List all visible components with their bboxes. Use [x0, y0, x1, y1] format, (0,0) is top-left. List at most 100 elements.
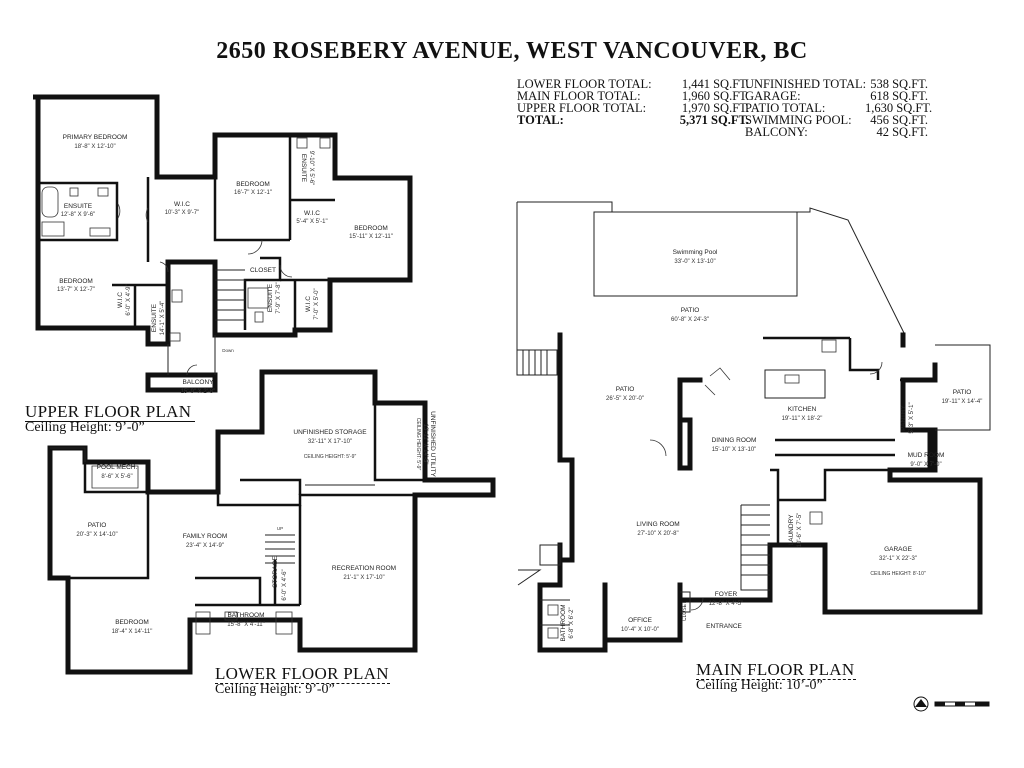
ensuite-label: ENSUITE [267, 283, 274, 312]
bathroom-label: BATHROOM [227, 612, 264, 619]
area-value: 5,371 SQ.FT. [679, 113, 749, 127]
bedroom-dim: 13'-7" X 12'-7" [57, 287, 95, 293]
wic-dim: 5'-4" X 5'-1" [296, 219, 327, 225]
wic-dim: 10'-3" X 9'-7" [165, 210, 200, 216]
area-value: 1,960 SQ.FT. [681, 89, 749, 103]
ensuite-dim: 9'-10" X 5'-6" [308, 151, 314, 186]
area-row: GARAGE:618 SQ.FT. [745, 89, 928, 103]
wic-label: W.I.C [174, 201, 190, 208]
wic-label: W.I.C [117, 292, 124, 308]
lower-floor-ceiling: Ceiling Height: 9’-0” [215, 682, 335, 697]
unfinished-utility-ceiling: CEILING HEIGHT: 5'-9" [415, 418, 421, 471]
recreation-room-dim: 21'-1" X 17'-10" [343, 575, 384, 581]
wic-label: W.I.C [304, 210, 320, 217]
foyer-label: FOYER [715, 591, 738, 598]
patio-dim: 20'-3" X 14'-10" [76, 532, 117, 538]
patio-dim: 60'-8" X 24'-3" [671, 317, 709, 323]
area-row: TOTAL: 5,371 SQ.FT. [517, 113, 749, 127]
living-room-label: LIVING ROOM [636, 521, 679, 528]
area-row: PATIO TOTAL:1,630 SQ.FT. [745, 101, 932, 115]
closet-label: CLOSET [682, 601, 688, 621]
dining-room-label: DINING ROOM [712, 437, 757, 444]
swimming-pool [593, 211, 798, 297]
upper-floor-ceiling: Ceiling Height: 9’-0” [25, 420, 145, 435]
patio-label: PATIO [681, 307, 700, 314]
swimming-pool-label: Swimming Pool [673, 249, 718, 256]
area-row: SWIMMING POOL:456 SQ.FT. [745, 113, 928, 127]
stair-up-label: UP [277, 526, 283, 531]
dining-room-dim: 15'-10" X 13'-10" [712, 447, 757, 453]
ensuite-dim: 12'-8" X 9'-6" [61, 212, 96, 218]
area-summary-left: LOWER FLOOR TOTAL:1,441 SQ.FT.MAIN FLOOR… [517, 77, 749, 127]
bedroom-label: BEDROOM [115, 619, 149, 626]
bedroom-dim: 15'-11" X 12'-11" [349, 234, 393, 240]
stair-down-label: Down [222, 348, 234, 353]
scale-bar-icon [934, 701, 990, 707]
storage-dim: 6'-0" X 4'-6" [282, 569, 288, 600]
area-label: TOTAL: [517, 113, 564, 127]
family-room-label: FAMILY ROOM [183, 533, 228, 540]
area-label: UPPER FLOOR TOTAL: [517, 101, 647, 115]
area-value: 42 SQ.FT. [876, 125, 928, 139]
upper-floor-plan: PRIMARY BEDROOM 18'-8" X 12'-10" ENSUITE… [33, 94, 413, 395]
garage-ceiling: CEILING HEIGHT: 8'-10" [870, 571, 925, 577]
kitchen-island [764, 369, 826, 399]
ensuite-label: ENSUITE [64, 203, 93, 210]
area-label: LOWER FLOOR TOTAL: [517, 77, 652, 91]
area-label: MAIN FLOOR TOTAL: [517, 89, 641, 103]
main-floor-ceiling: Ceiling Height: 10’-0” [696, 678, 823, 693]
main-title-rule [696, 679, 856, 680]
ensuite-dim: 7'-9" X 7'-8" [276, 282, 282, 313]
area-row: LOWER FLOOR TOTAL: 1,441 SQ.FT. [517, 77, 749, 91]
office-label: OFFICE [628, 617, 652, 624]
kitchen-label: KITCHEN [788, 406, 817, 413]
area-value: 618 SQ.FT. [870, 89, 928, 103]
patio-label: PATIO [88, 522, 107, 529]
primary-bedroom-dim: 18'-8" X 12'-10" [74, 144, 115, 150]
family-room-dim: 23'-4" X 14'-9" [186, 543, 224, 549]
pantry-dim: 5'-3" X 5'-1" [909, 402, 915, 433]
patio-label: PATIO [953, 389, 972, 396]
unfinished-utility-dim: 13'-11" X 14'-5" [422, 424, 428, 465]
ensuite-label: ENSUITE [151, 303, 158, 332]
main-floor-plan-title: MAIN FLOOR PLAN [696, 660, 855, 679]
balcony-label: BALCONY [182, 379, 214, 386]
office-dim: 10'-4" X 10'-0" [621, 627, 659, 633]
mud-room-label: MUD ROOM [908, 452, 945, 459]
balcony-dim: 15'-9" X 2'-8" [181, 389, 216, 395]
bathroom-dim: 6'-8" X 6'-2" [569, 607, 575, 638]
unfinished-storage-label: UNFINISHED STORAGE [293, 429, 367, 436]
bathroom-dim: 15'-8" X 4'-11" [227, 622, 264, 628]
area-label: SWIMMING POOL: [745, 113, 852, 127]
kitchen-dim: 19'-11" X 18'-2" [782, 416, 823, 422]
pool-mech-label: POOL MECH. [97, 464, 138, 471]
wic-dim: 7'-0" X 5'-0" [314, 288, 320, 319]
laundry-label: LAUNDRY [788, 514, 795, 546]
bedroom-label: BEDROOM [354, 225, 388, 232]
mud-room-dim: 9'-0" X 7'-0" [910, 462, 941, 468]
wic-dim: 6'-0" X 4'-9" [126, 284, 132, 315]
pantry-label: PANTRY [900, 404, 907, 430]
main-floor-plan: Swimming Pool 33'-0" X 13'-10" PATIO 60'… [516, 201, 991, 653]
area-row: UPPER FLOOR TOTAL:1,970 SQ.FT. [517, 101, 749, 115]
area-row: UNFINISHED TOTAL:538 SQ.FT. [745, 78, 928, 91]
entrance-label: ENTRANCE [706, 623, 742, 630]
unfinished-utility-label: UNFINISHED UTILITY [429, 411, 436, 477]
area-label: PATIO TOTAL: [745, 101, 826, 115]
bedroom-label: BEDROOM [59, 278, 93, 285]
upper-floor-plan-title: UPPER FLOOR PLAN [25, 402, 192, 421]
area-row: MAIN FLOOR TOTAL: 1,960 SQ.FT. [517, 89, 749, 103]
primary-bedroom-label: PRIMARY BEDROOM [63, 134, 128, 141]
wic-label: W.I.C [305, 296, 312, 312]
ensuite-dim: 14'-1" X 5'-4" [160, 301, 166, 336]
unfinished-storage-ceiling: CEILING HEIGHT: 5'-9" [304, 454, 357, 460]
area-summary-right: UNFINISHED TOTAL:538 SQ.FT.GARAGE:618 SQ… [745, 78, 932, 139]
storage-label: STORAGE [272, 556, 279, 588]
laundry-dim: 10'-6" X 7'-5" [797, 513, 803, 548]
living-room-dim: 27'-10" X 20'-8" [637, 531, 678, 537]
area-value: 1,441 SQ.FT. [681, 77, 749, 91]
area-label: BALCONY: [745, 125, 808, 139]
lower-floor-plan: POOL MECH. 8'-6" X 5'-6" UNFINISHED STOR… [47, 369, 496, 675]
document-title: 2650 ROSEBERY AVENUE, WEST VANCOUVER, BC [216, 38, 808, 64]
